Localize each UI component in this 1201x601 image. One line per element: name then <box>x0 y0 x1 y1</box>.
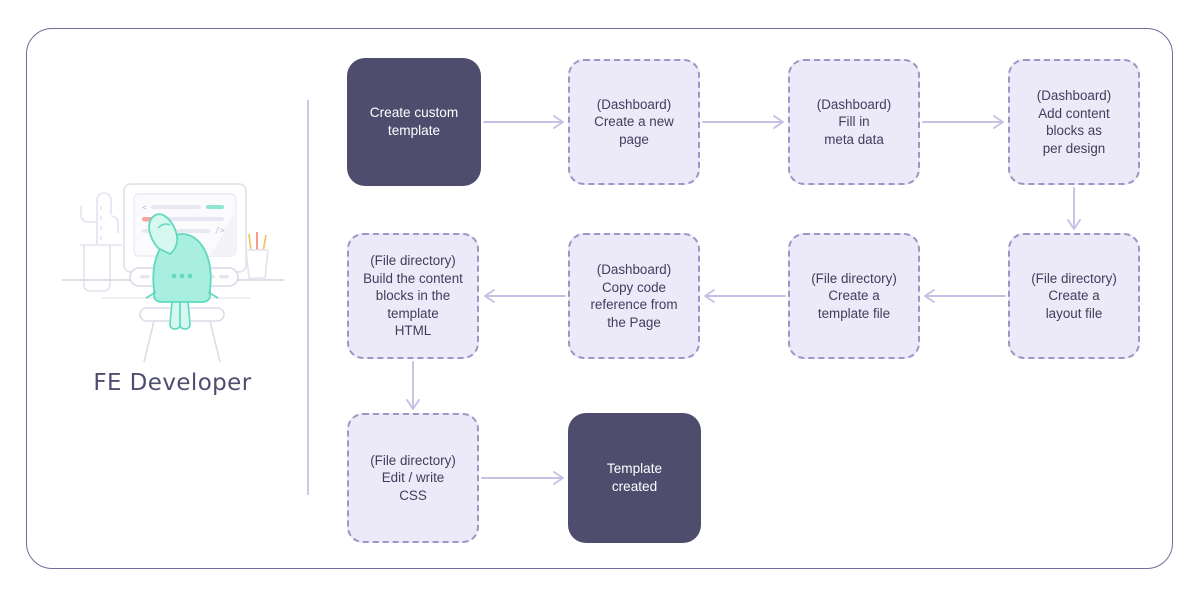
persona-label: FE Developer <box>93 370 252 396</box>
panel-divider <box>307 100 309 495</box>
svg-text:/>: /> <box>215 226 225 235</box>
developer-at-desk-illustration: < /> <box>62 170 292 370</box>
svg-text:<: < <box>142 203 147 212</box>
persona-panel: < /> <box>40 60 305 480</box>
